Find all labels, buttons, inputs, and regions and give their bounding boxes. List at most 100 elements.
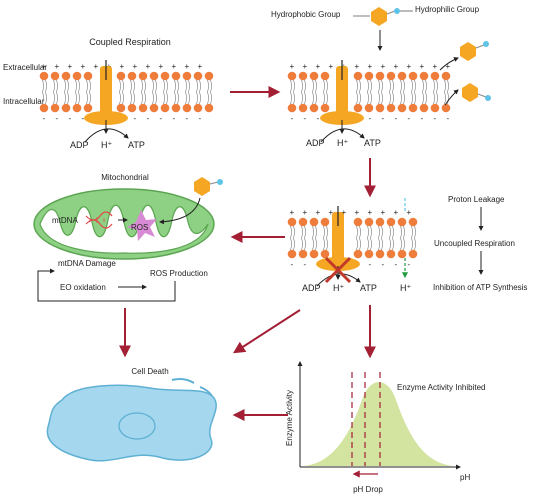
lipid-tail <box>185 79 187 93</box>
atp-label: ATP <box>364 138 381 148</box>
lipid-tail <box>422 91 424 105</box>
dna-helix-icon <box>85 211 113 229</box>
plus-sign: + <box>172 62 177 71</box>
lipid-tail <box>315 225 317 239</box>
lipid-tail <box>177 91 179 105</box>
lipid-tail <box>367 91 369 105</box>
h-plus-label: H⁺ <box>333 283 344 293</box>
lipid-tail <box>141 79 143 93</box>
lipid-tail <box>163 91 165 105</box>
lipid-head <box>364 71 374 81</box>
uncoupler-entry-arrow <box>159 197 201 225</box>
lipid-tail <box>403 225 405 239</box>
lipid-tail <box>89 79 91 93</box>
lipid-tail <box>378 237 380 251</box>
lipid-tail <box>301 91 303 105</box>
lipid-tail <box>370 79 372 93</box>
lipid-tail <box>436 91 438 105</box>
lipid-tail <box>177 79 179 93</box>
membrane-fragment <box>171 378 195 384</box>
atp-synthase-protein <box>84 60 128 125</box>
lipid-head <box>182 103 192 113</box>
uncoupling-flow: Proton Leakage Uncoupled Respiration Inh… <box>433 195 527 292</box>
lipid-head <box>320 71 330 81</box>
lipid-tail <box>196 91 198 105</box>
minus-sign: - <box>317 114 320 123</box>
lipid-tail <box>133 91 135 105</box>
plus-sign: + <box>159 62 164 71</box>
lipid-head <box>353 249 363 259</box>
lipid-head <box>287 249 297 259</box>
eo-oxidation-label: EO oxidation <box>60 283 106 292</box>
lipid-head <box>298 249 308 259</box>
lipid-head <box>386 103 396 113</box>
mitochondrion: Mitochondrial ROS mtDNA mtDNA Damage <box>33 173 223 268</box>
lipid-tail <box>315 79 317 93</box>
minus-sign: - <box>199 114 202 123</box>
lipid-tail <box>433 79 435 93</box>
lipid-head <box>72 103 82 113</box>
membrane-plus-signs: +++++++++++++ <box>42 62 203 71</box>
lipid-tail <box>389 237 391 251</box>
plus-sign: + <box>133 62 138 71</box>
lipid-head <box>149 71 159 81</box>
leaked-h-plus-label: H⁺ <box>400 283 411 293</box>
lipid-tail <box>378 91 380 105</box>
plus-sign: + <box>381 208 386 217</box>
lipid-tail <box>304 225 306 239</box>
atp-synthase-protein <box>316 206 360 271</box>
lipid-tail <box>444 79 446 93</box>
lipid-tail <box>78 91 80 105</box>
minus-sign: - <box>56 114 59 123</box>
lipid-tail <box>64 91 66 105</box>
lipid-tail <box>163 79 165 93</box>
lipid-tail <box>144 91 146 105</box>
atp-label: ATP <box>128 140 145 150</box>
hydrophobic-group-label: Hydrophobic Group <box>271 10 341 19</box>
lipid-head <box>61 103 71 113</box>
minus-sign: - <box>408 260 411 269</box>
plus-sign: + <box>120 62 125 71</box>
lipid-tail <box>196 79 198 93</box>
coupled-membrane: Coupled Respiration Extracellular Intrac… <box>3 37 214 150</box>
lipid-head <box>193 103 203 113</box>
lipid-head <box>61 71 71 81</box>
lipid-tail <box>301 237 303 251</box>
lipid-tail <box>301 79 303 93</box>
molecule-exit-arrow <box>444 89 459 106</box>
lipid-head <box>309 217 319 227</box>
plus-sign: + <box>394 62 399 71</box>
plus-sign: + <box>368 208 373 217</box>
lipid-tail <box>290 79 292 93</box>
lipid-head <box>408 249 418 259</box>
uncoupler-molecule-icon <box>371 7 400 26</box>
uncoupled-respiration-label: Uncoupled Respiration <box>434 239 515 248</box>
coupled-respiration-title: Coupled Respiration <box>89 37 171 47</box>
lipid-tail <box>312 91 314 105</box>
h-plus-label: H⁺ <box>337 138 348 148</box>
lipid-tail <box>67 91 69 105</box>
cell-nucleus <box>118 412 156 440</box>
lipid-tail <box>133 79 135 93</box>
lipid-tail <box>389 79 391 93</box>
minus-sign: - <box>421 114 424 123</box>
lipid-tail <box>381 79 383 93</box>
lipid-tail <box>67 79 69 93</box>
lipid-tail <box>411 79 413 93</box>
plus-sign: + <box>68 62 73 71</box>
lipid-head <box>320 249 330 259</box>
lipid-head <box>39 71 49 81</box>
uncoupler-molecule-icon <box>460 41 489 61</box>
plus-sign: + <box>94 62 99 71</box>
lipid-tail <box>414 237 416 251</box>
minus-sign: - <box>395 114 398 123</box>
plus-sign: + <box>446 62 451 71</box>
plus-sign: + <box>303 62 308 71</box>
minus-sign: - <box>82 114 85 123</box>
lipid-tail <box>326 79 328 93</box>
lipid-tail <box>45 91 47 105</box>
lipid-tail <box>122 91 124 105</box>
lipid-tail <box>326 225 328 239</box>
hydrophilic-group-label: Hydrophilic Group <box>415 5 480 14</box>
adp-label: ADP <box>70 140 89 150</box>
